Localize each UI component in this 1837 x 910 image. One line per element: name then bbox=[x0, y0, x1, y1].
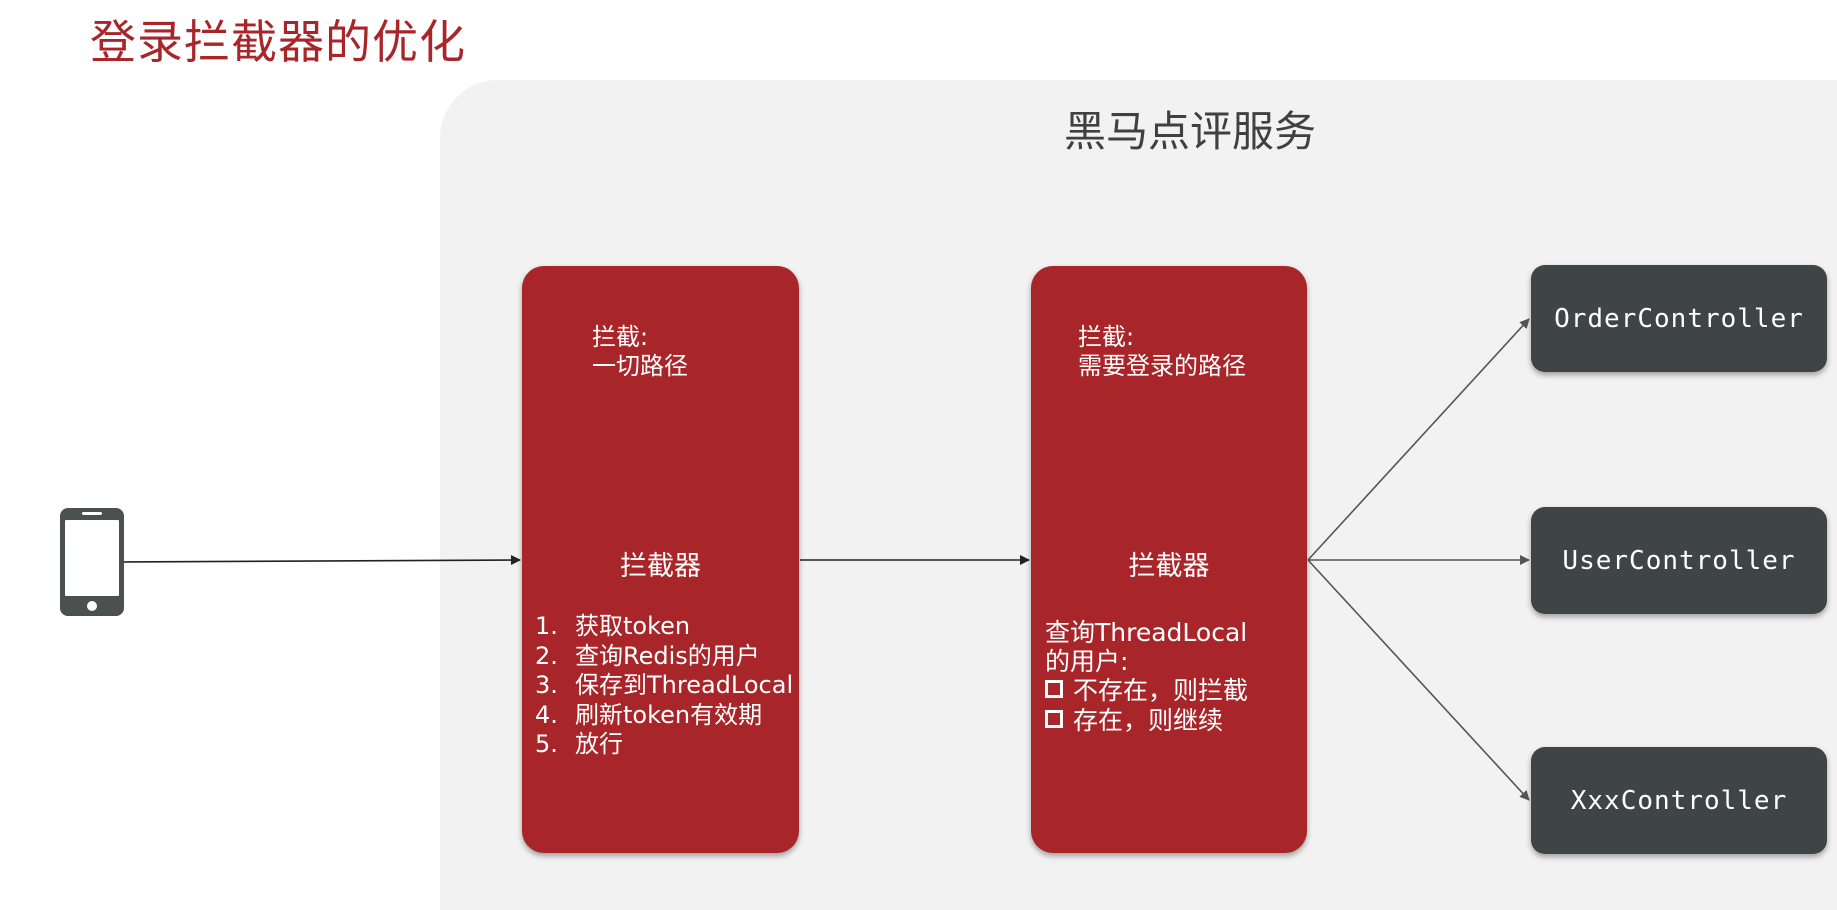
scope-value: 一切路径 bbox=[592, 352, 688, 380]
scope-value: 需要登录的路径 bbox=[1078, 352, 1246, 380]
checkbox-icon bbox=[1045, 680, 1063, 698]
interceptor1-scope: 拦截: 一切路径 bbox=[592, 323, 688, 381]
order-controller: OrderController bbox=[1531, 265, 1827, 372]
page-title: 登录拦截器的优化 bbox=[90, 15, 466, 69]
interceptor2-query: 查询ThreadLocal 的用户: bbox=[1045, 618, 1247, 676]
arrow-to-xxx-controller bbox=[1307, 559, 1530, 801]
step-item: 3.保存到ThreadLocal bbox=[535, 671, 794, 699]
mobile-phone-icon bbox=[60, 508, 124, 616]
checkbox-icon bbox=[1045, 710, 1063, 728]
condition-item: 存在，则继续 bbox=[1045, 706, 1248, 736]
xxx-controller: XxxController bbox=[1531, 747, 1827, 854]
user-controller: UserController bbox=[1531, 507, 1827, 614]
step-item: 1.获取token bbox=[535, 612, 691, 640]
arrow-phone-to-interceptor1 bbox=[123, 555, 521, 566]
scope-label: 拦截: bbox=[1078, 323, 1135, 351]
step-item: 4.刷新token有效期 bbox=[535, 700, 763, 729]
condition-item: 不存在，则拦截 bbox=[1045, 676, 1248, 706]
query-line: 的用户: bbox=[1045, 647, 1129, 676]
interceptor-refresh-token: 拦截: 一切路径 拦截器 1.获取token 2.查询Redis的用户 3.保存… bbox=[522, 266, 799, 853]
interceptor2-name: 拦截器 bbox=[1128, 551, 1210, 582]
scope-label: 拦截: bbox=[592, 323, 649, 351]
query-line: 查询ThreadLocal bbox=[1045, 618, 1248, 647]
flow-arrows bbox=[123, 318, 1530, 801]
interceptor-login-check: 拦截: 需要登录的路径 拦截器 查询ThreadLocal 的用户: 不存在，则… bbox=[1031, 266, 1307, 853]
step-item: 5.放行 bbox=[535, 730, 623, 758]
interceptor2-scope: 拦截: 需要登录的路径 bbox=[1078, 323, 1246, 381]
interceptor1-steps: 1.获取token 2.查询Redis的用户 3.保存到ThreadLocal … bbox=[535, 612, 793, 760]
step-item: 2.查询Redis的用户 bbox=[535, 641, 760, 670]
interceptor1-name: 拦截器 bbox=[620, 551, 701, 582]
service-title: 黑马点评服务 bbox=[1064, 107, 1317, 156]
interceptor2-conditions: 不存在，则拦截 存在，则继续 bbox=[1045, 676, 1248, 736]
arrow-to-order-controller bbox=[1307, 318, 1530, 561]
